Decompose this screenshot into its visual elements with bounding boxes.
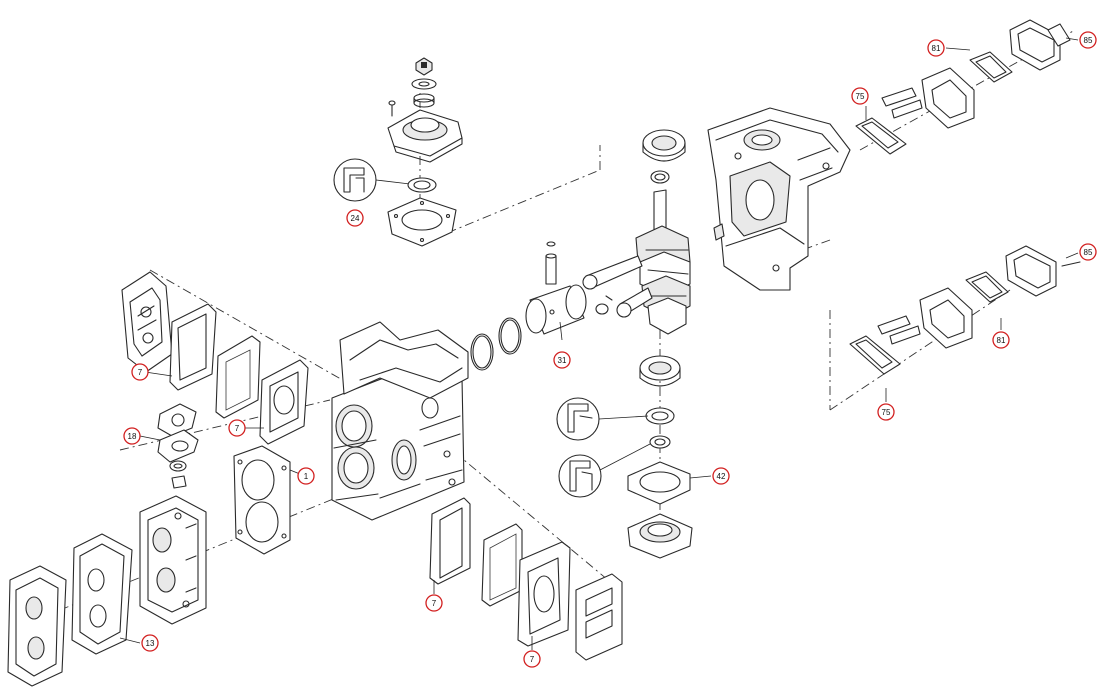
callout-c-31: 31	[553, 351, 571, 369]
callout-number: 18	[128, 432, 137, 441]
callout-c-42: 42	[712, 467, 730, 485]
cylinder-block	[331, 321, 469, 521]
callout-circle	[877, 403, 895, 421]
callout-c-75a: 75	[851, 87, 869, 105]
thermostat-assembly	[139, 403, 199, 489]
callout-number: 7	[530, 655, 535, 664]
part-callouts: 24 7 7 1 18 13 7 7 31 42 75 81 85 85 81 75	[123, 31, 1097, 668]
callout-c-85a: 85	[1079, 31, 1097, 49]
callout-c-81a: 81	[927, 39, 945, 57]
callout-circle	[927, 39, 945, 57]
callout-circle	[228, 419, 246, 437]
callout-number: 7	[432, 599, 437, 608]
callout-circle	[297, 467, 315, 485]
callout-number: 81	[997, 336, 1006, 345]
callout-c-24: 24	[346, 209, 364, 227]
bypass-cover-stack	[429, 497, 623, 661]
callout-c-75b: 75	[877, 403, 895, 421]
callout-circle	[553, 351, 571, 369]
callout-number: 13	[146, 639, 155, 648]
callout-circle	[523, 650, 541, 668]
callout-circle	[1079, 243, 1097, 261]
head-gasket	[233, 445, 301, 555]
callout-number: 75	[882, 408, 891, 417]
callout-c-1: 1	[297, 467, 315, 485]
callout-number: 42	[717, 472, 726, 481]
callout-number: 1	[304, 472, 309, 481]
callout-circle	[851, 87, 869, 105]
callout-circle	[712, 467, 730, 485]
callout-c-7b: 7	[228, 419, 246, 437]
callout-number: 75	[856, 92, 865, 101]
callout-c-85b: 85	[1079, 243, 1097, 261]
callout-number: 7	[138, 368, 143, 377]
callout-circle	[425, 594, 443, 612]
callout-c-18: 18	[123, 427, 141, 445]
callout-circle	[131, 363, 149, 381]
crankcase-half	[707, 107, 851, 291]
callout-c-13: 13	[141, 634, 159, 652]
callout-circle	[346, 209, 364, 227]
callout-c-81b: 81	[992, 331, 1010, 349]
callout-number: 85	[1084, 36, 1093, 45]
callout-c-7c: 7	[425, 594, 443, 612]
exhaust-cover-stack-left	[121, 271, 309, 445]
callout-number: 81	[932, 44, 941, 53]
callout-circle	[1079, 31, 1097, 49]
callout-c-7d: 7	[523, 650, 541, 668]
reed-valve-assembly-upper	[855, 19, 1079, 155]
callout-number: 7	[235, 424, 240, 433]
head-cover-stack	[7, 533, 141, 687]
callout-number: 31	[558, 356, 567, 365]
callout-circle	[123, 427, 141, 445]
callout-number: 85	[1084, 248, 1093, 257]
reed-valve-assembly-lower	[849, 245, 1081, 402]
callout-number: 24	[351, 214, 360, 223]
crankshaft-assembly	[470, 129, 691, 371]
callout-circle	[141, 634, 159, 652]
callout-circle	[992, 331, 1010, 349]
top-seal-housing-assembly	[333, 57, 463, 247]
callout-c-7a: 7	[131, 363, 149, 381]
lower-seal-housing-assembly	[556, 355, 712, 559]
cylinder-head	[139, 495, 207, 625]
